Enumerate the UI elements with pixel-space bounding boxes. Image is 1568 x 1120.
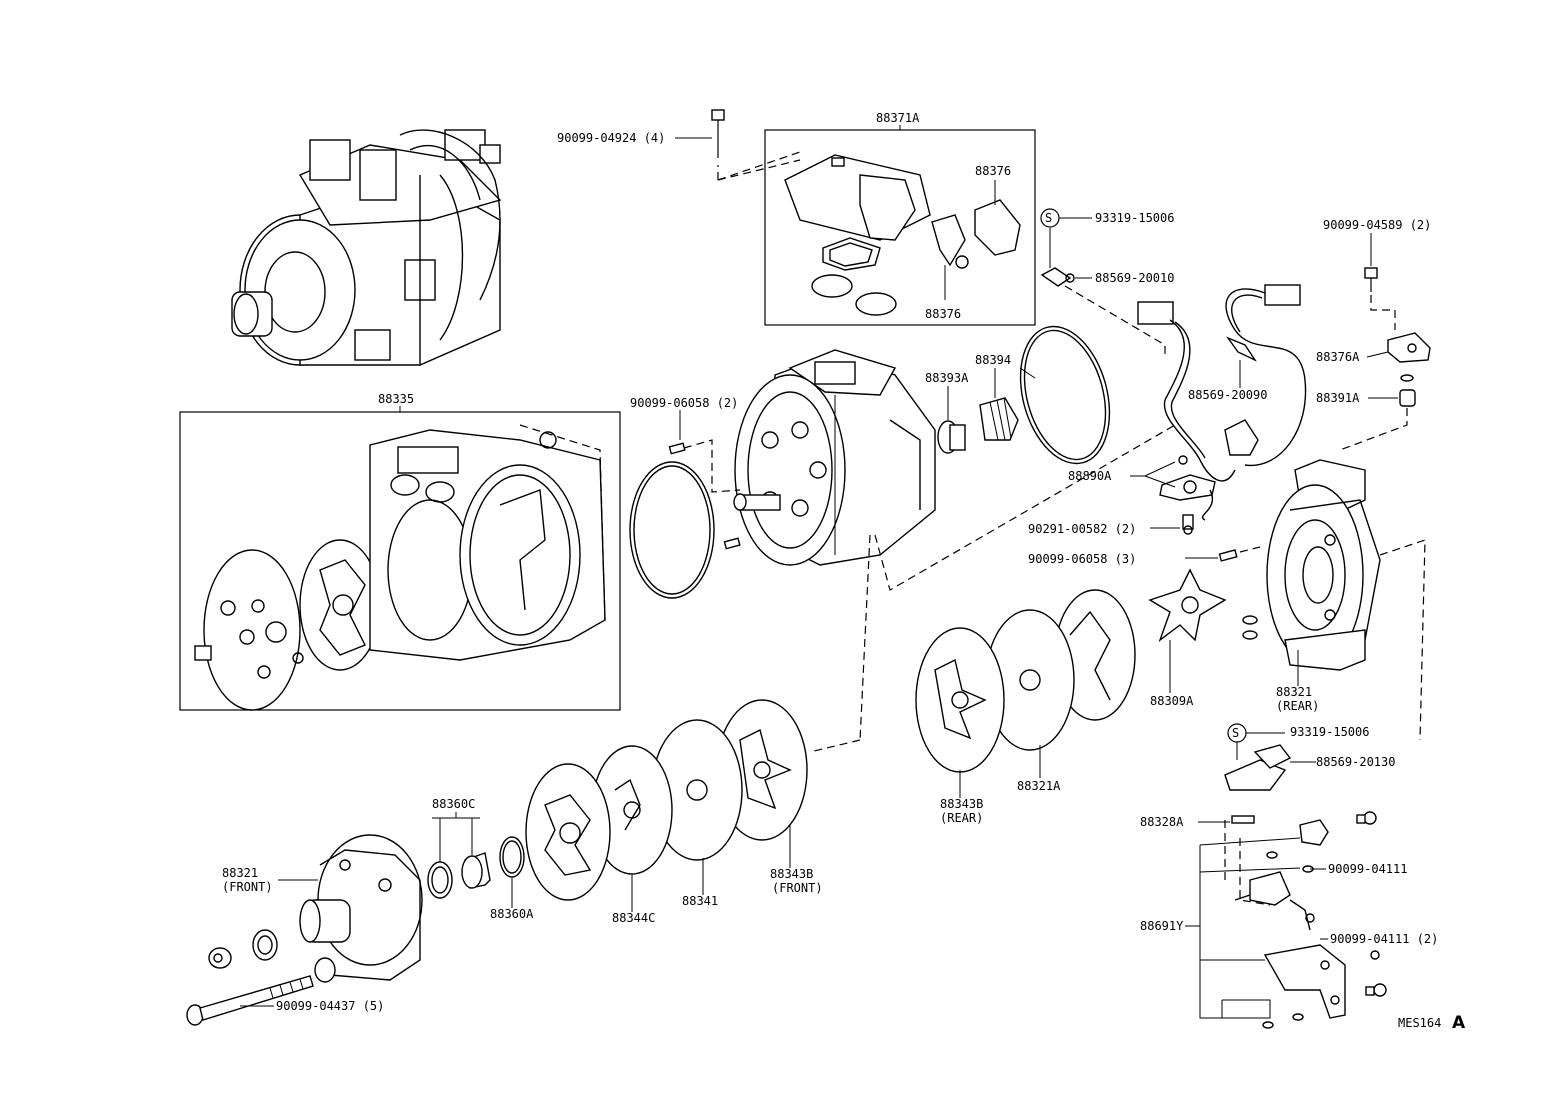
label-88321-front: 88321: [222, 866, 258, 880]
label-90099-04437: 90099-04437 (5): [276, 999, 384, 1013]
label-88360C: 88360C: [432, 797, 475, 811]
label-93319-15006-bottom: 93319-15006: [1290, 725, 1369, 739]
label-88344C: 88344C: [612, 911, 655, 925]
label-90099-04111: 90099-04111: [1328, 862, 1407, 876]
label-88321-rear: 88321: [1276, 685, 1312, 699]
parts-88376A-88391A: 90099-04589 (2) 88376A 88391A: [1316, 218, 1431, 451]
label-88393A: 88393A: [925, 371, 969, 385]
label-88321A: 88321A: [1017, 779, 1061, 793]
housing-88321-front: 88321 (FRONT): [222, 834, 423, 981]
label-90099-04589: 90099-04589 (2): [1323, 218, 1431, 232]
disc-stack-lower: 88321A 88343B (REAR): [915, 589, 1136, 825]
s-mark-top: S: [1045, 211, 1052, 225]
label-90099-04111-2: 90099-04111 (2): [1330, 932, 1438, 946]
label-88691Y: 88691Y: [1140, 919, 1184, 933]
label-88309A: 88309A: [1150, 694, 1194, 708]
label-88569-20090: 88569-20090: [1188, 388, 1267, 402]
label-rear-1: (REAR): [1276, 699, 1319, 713]
part-88309A: 88309A: [1148, 568, 1258, 708]
sensor-88890A: 88890A: [1068, 455, 1216, 521]
label-90099-06058-3: 90099-06058 (3): [1028, 552, 1136, 566]
parts-88360C: 88360C: [427, 797, 491, 899]
label-88376-top: 88376: [975, 164, 1011, 178]
label-88343B-front: 88343B: [770, 867, 813, 881]
label-88569-20010: 88569-20010: [1095, 271, 1174, 285]
clip-88569-20010: S 93319-15006 88569-20010: [1040, 208, 1174, 355]
screws-90099-04111: 90099-04111 90099-04111 (2): [1310, 811, 1438, 997]
label-88569-20130: 88569-20130: [1316, 755, 1395, 769]
label-front-2: (FRONT): [772, 881, 823, 895]
ring-88360A: 88360A: [490, 836, 534, 921]
label-88328A: 88328A: [1140, 815, 1184, 829]
label-90291-00582: 90291-00582 (2): [1028, 522, 1136, 536]
screw-90291-00582: 90291-00582 (2): [1028, 514, 1194, 536]
compressor-head-assembly: [733, 349, 936, 566]
label-88394: 88394: [975, 353, 1011, 367]
bracket-88569-20130: S 93319-15006 88569-20130: [1224, 723, 1395, 791]
disc-stack-front: 88343B (FRONT) 88341 88344C: [525, 699, 823, 925]
bolt-90099-04437: 90099-04437 (5): [186, 975, 384, 1026]
label-88376A: 88376A: [1316, 350, 1360, 364]
label-90099-04924: 90099-04924 (4): [557, 131, 665, 145]
label-88376-bottom: 88376: [925, 307, 961, 321]
front-small-parts: [208, 929, 336, 983]
o-ring-front: [629, 461, 715, 599]
label-88391A: 88391A: [1316, 391, 1360, 405]
part-88371A-box: 88371A 88376 88376: [764, 111, 1036, 326]
s-mark-bottom: S: [1232, 726, 1239, 740]
part-88335-box: 88335: [179, 392, 621, 711]
label-88341: 88341: [682, 894, 718, 908]
label-88371A: 88371A: [876, 111, 920, 125]
diagram-revision: A: [1452, 1013, 1466, 1033]
housing-88321-rear: 88321 (REAR): [1266, 459, 1426, 741]
label-front-1: (FRONT): [222, 880, 273, 894]
label-88343B-rear: 88343B: [940, 797, 983, 811]
compressor-assembly-drawing: [231, 129, 502, 366]
label-88360A: 88360A: [490, 907, 534, 921]
disc-valve: [525, 763, 611, 901]
label-88335: 88335: [378, 392, 414, 406]
harness-88569-20090: 88569-20090: [1137, 284, 1307, 482]
pin-88328A: 88328A: [1140, 815, 1255, 880]
bolt-90099-04924: 90099-04924 (4): [557, 109, 725, 158]
bracket-88691Y: 88691Y: [1140, 819, 1346, 1029]
diagram-code: MES164: [1398, 1016, 1441, 1030]
label-rear-2: (REAR): [940, 811, 983, 825]
label-93319-15006-top: 93319-15006: [1095, 211, 1174, 225]
disc-88343B-rear: [915, 627, 1005, 773]
label-90099-06058-2: 90099-06058 (2): [630, 396, 738, 410]
pin-90099-06058-3: 90099-06058 (3): [1028, 546, 1261, 566]
label-88890A: 88890A: [1068, 469, 1112, 483]
parts-88393A-88394: 88393A 88394: [925, 325, 1111, 465]
